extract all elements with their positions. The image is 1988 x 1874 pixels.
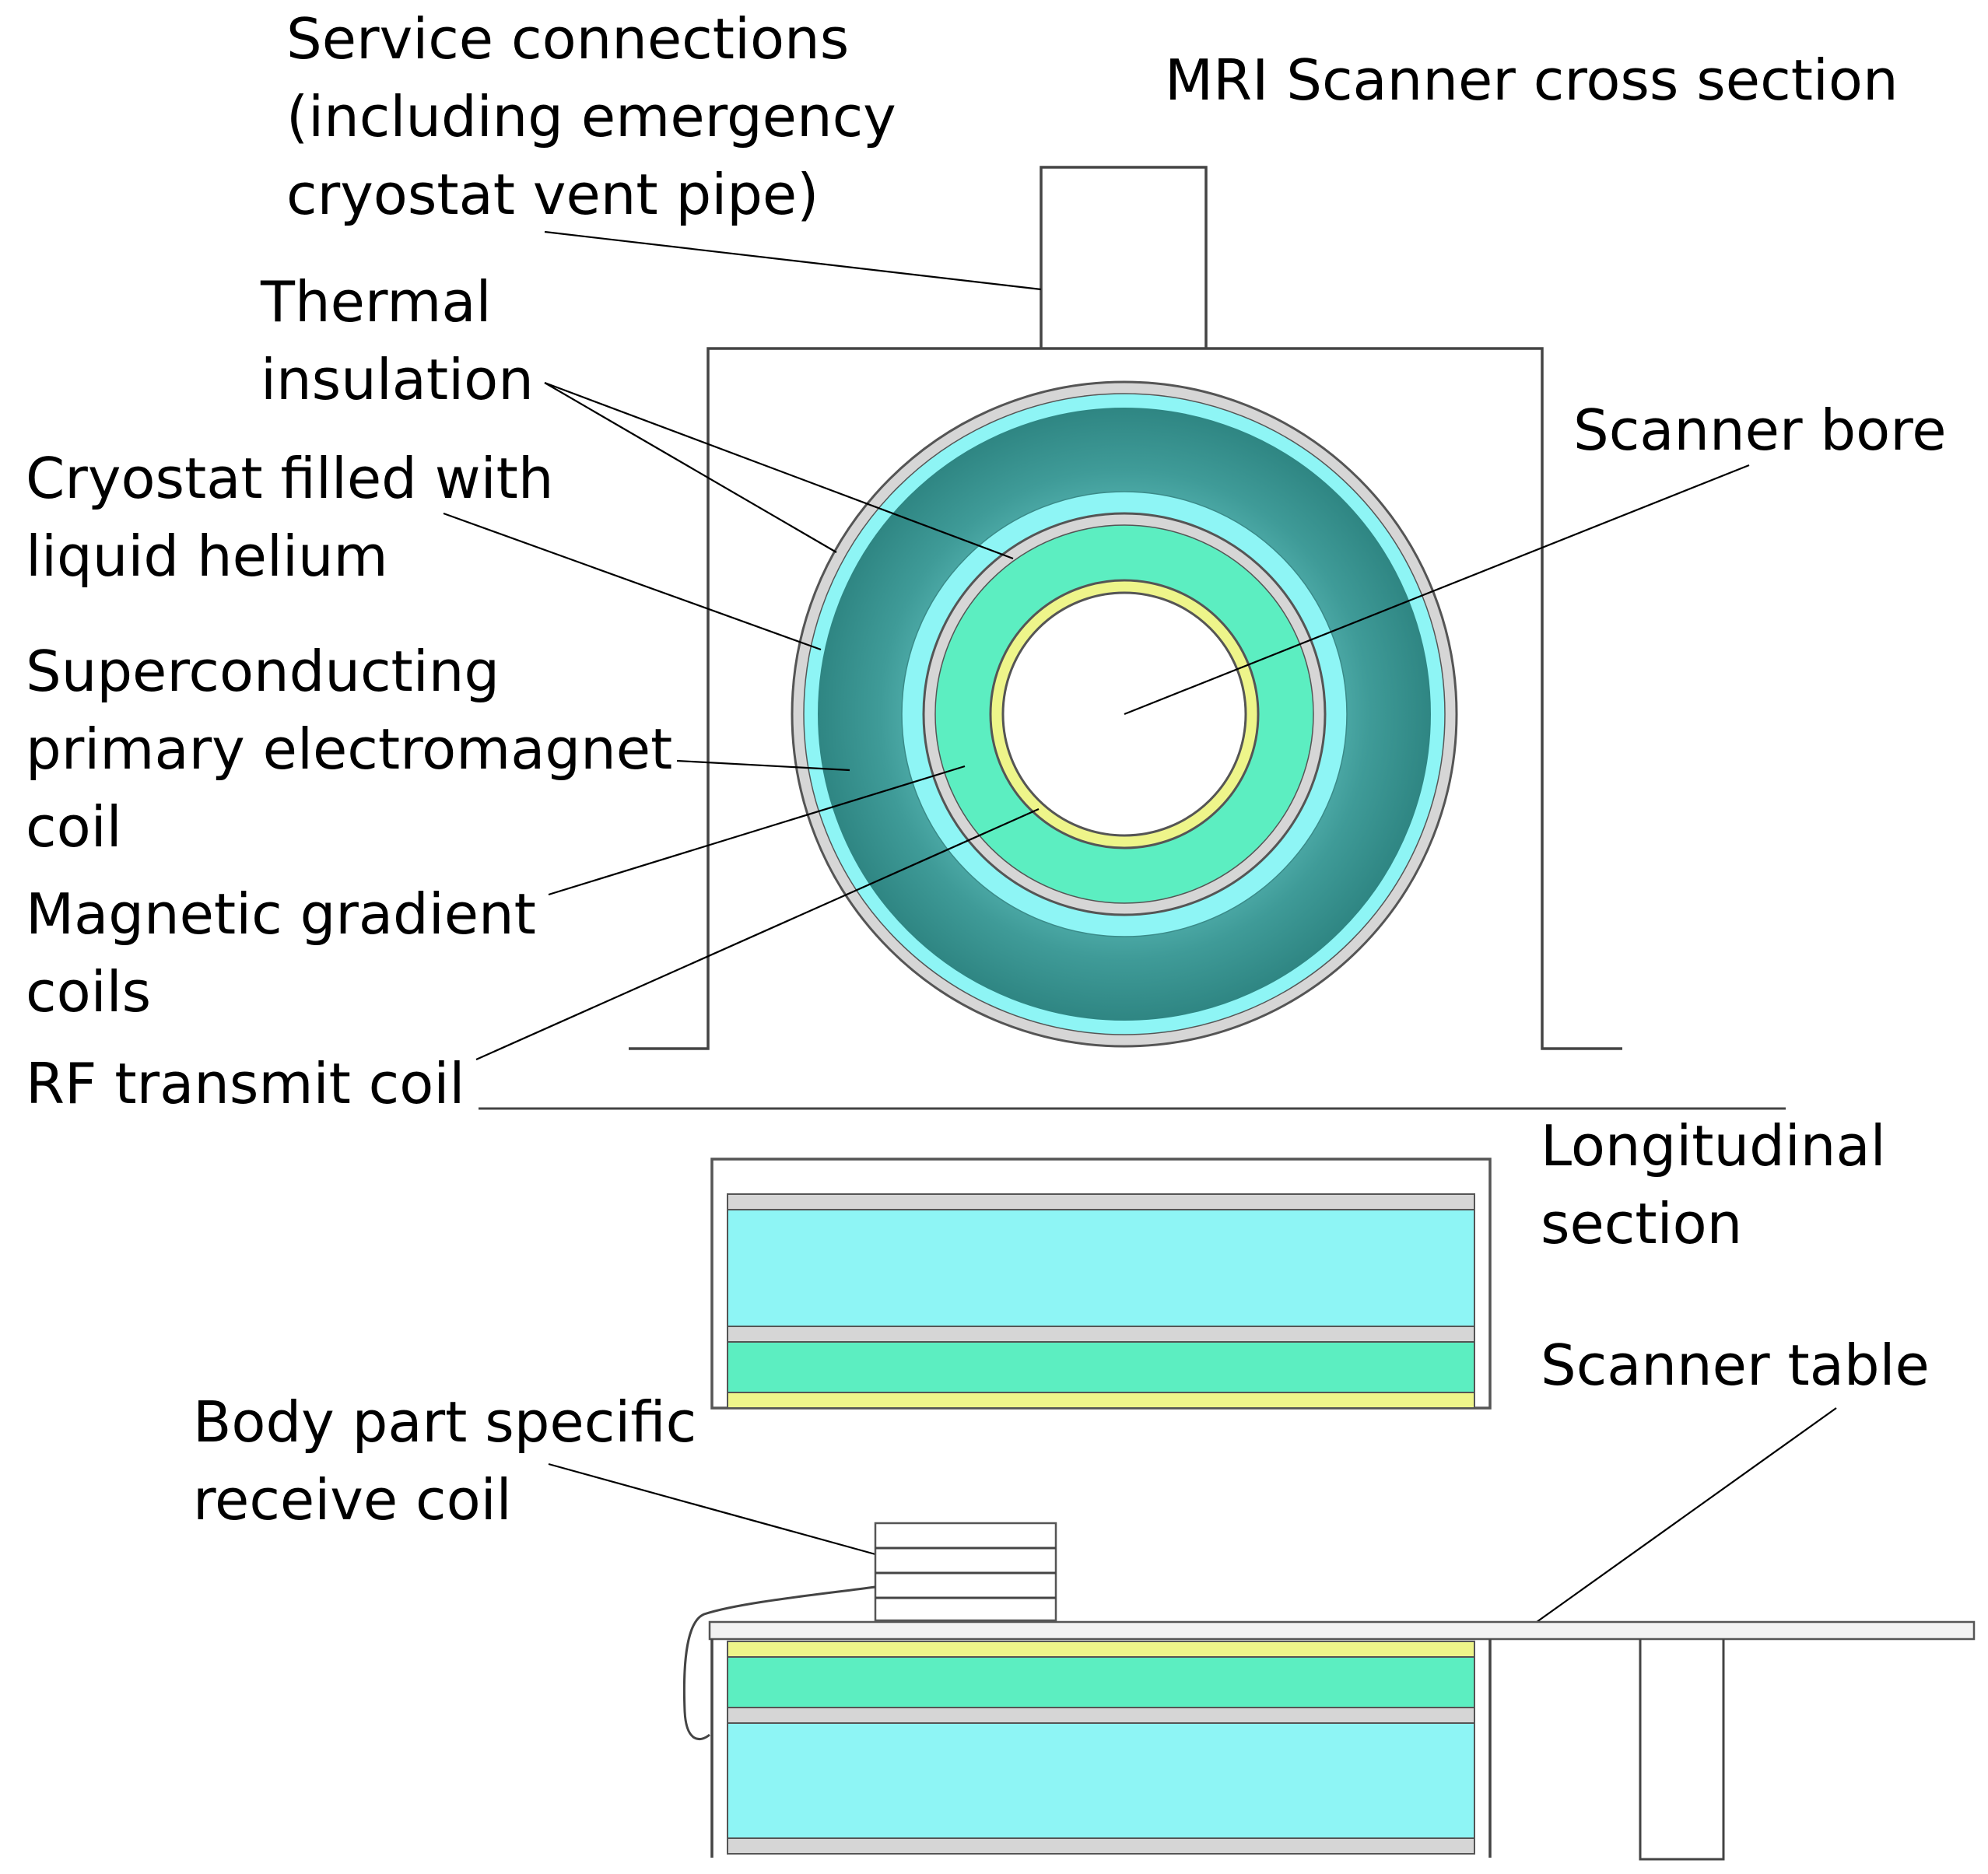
leader-table <box>1536 1407 1837 1623</box>
cross-section <box>479 166 1786 1110</box>
upper-gradient-band <box>727 1341 1475 1393</box>
leader-cryostat <box>443 512 822 651</box>
lower-cryostat-band <box>727 1722 1475 1839</box>
service-connection-tower <box>1040 166 1208 349</box>
upper-rf-band <box>727 1392 1475 1409</box>
label-rf-transmit-coil: RF transmit coil <box>26 1051 465 1116</box>
receive-coil-cable <box>682 1585 876 1741</box>
label-receive-coil: Body part specific receive coil <box>193 1389 714 1532</box>
scanner-table <box>708 1620 1976 1861</box>
longitudinal-housing-lower <box>710 1639 1492 1858</box>
lower-gradient-band <box>727 1656 1475 1708</box>
lower-insulation-band <box>727 1837 1475 1855</box>
label-scanner-bore: Scanner bore <box>1573 398 1947 463</box>
leader-bore <box>1124 464 1750 716</box>
upper-insulation-band <box>727 1193 1475 1210</box>
receive-coil <box>682 1522 1057 1741</box>
label-gradient-coils: Magnetic gradient coils <box>26 881 554 1025</box>
lower-rf-band <box>727 1641 1475 1658</box>
labels: MRI Scanner cross section Service connec… <box>26 6 1947 1532</box>
scanner-housing <box>629 347 1622 1050</box>
upper-cryostat-band <box>727 1209 1475 1327</box>
label-cryostat: Cryostat filled with liquid helium <box>26 446 571 589</box>
diagram-title: MRI Scanner cross section <box>1165 47 1899 113</box>
label-thermal-insulation: Thermal insulation <box>260 269 534 412</box>
leader-thermal-outer <box>544 382 837 553</box>
label-longitudinal-section: Longitudinal section <box>1541 1113 1903 1256</box>
leader-lines <box>443 230 1837 1623</box>
label-scanner-table: Scanner table <box>1541 1333 1930 1398</box>
label-service-connections: Service connections (including emergency… <box>286 6 914 227</box>
leader-thermal-inner <box>544 381 1014 560</box>
leader-gradient <box>548 765 966 896</box>
lower-inner-insulation-band <box>727 1707 1475 1724</box>
longitudinal-lower <box>710 1639 1492 1858</box>
leader-superconducting <box>676 759 850 772</box>
table-top <box>708 1620 1976 1641</box>
longitudinal-upper <box>710 1158 1492 1410</box>
leader-rf <box>475 807 1040 1061</box>
table-leg <box>1639 1639 1725 1861</box>
upper-inner-insulation-band <box>727 1326 1475 1343</box>
leader-service <box>544 230 1042 291</box>
leader-receive <box>548 1462 876 1556</box>
label-superconducting-coil: Superconducting primary electromagnet co… <box>26 639 690 860</box>
